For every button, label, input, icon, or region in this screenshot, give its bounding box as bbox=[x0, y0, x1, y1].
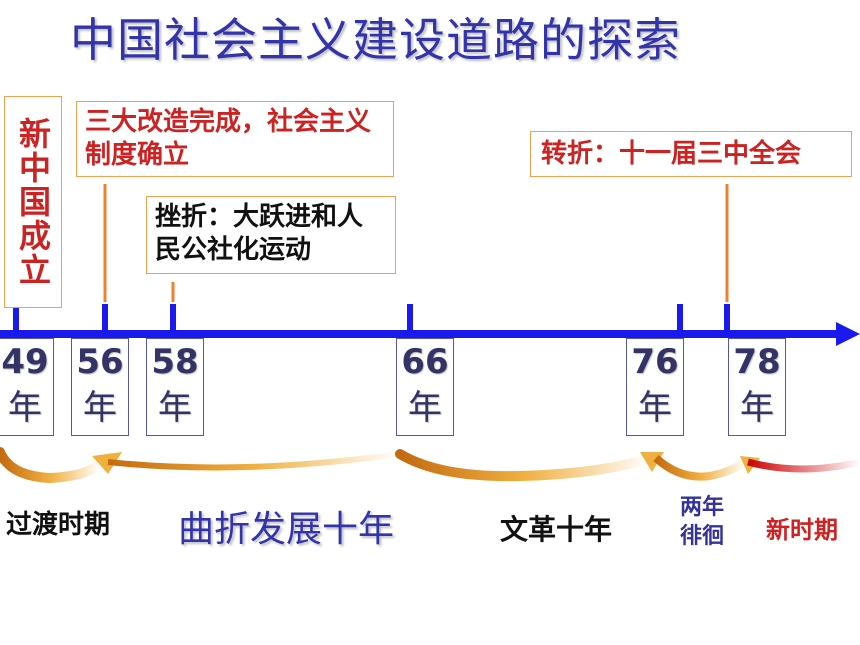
period-two-years-hesitation: 两年徘徊 bbox=[679, 495, 724, 549]
year-unit: 年 bbox=[83, 388, 117, 428]
year-number: 76 bbox=[631, 342, 679, 382]
period-new-era: 新时期 bbox=[766, 516, 838, 544]
year-unit: 年 bbox=[638, 388, 672, 428]
page-title: 中国社会主义建设道路的探索 bbox=[70, 13, 681, 67]
year-56-label: 56 年 bbox=[71, 338, 129, 436]
arc-two-years bbox=[653, 454, 749, 481]
arc-transition bbox=[0, 447, 105, 484]
year-58-label: 58 年 bbox=[146, 338, 204, 436]
axis-ticks bbox=[13, 304, 730, 334]
arc-tortuous bbox=[107, 451, 401, 471]
year-number: 78 bbox=[733, 342, 781, 382]
period-tortuous-decade: 曲折发展十年 bbox=[178, 509, 395, 550]
year-78-label: 78 年 bbox=[728, 338, 786, 436]
year-unit: 年 bbox=[408, 388, 442, 428]
year-number: 49 bbox=[1, 342, 49, 382]
year-66-label: 66 年 bbox=[396, 338, 454, 436]
year-unit: 年 bbox=[158, 388, 192, 428]
socialist-transformation-box: 三大改造完成，社会主义制度确立 bbox=[76, 101, 394, 177]
arc-cultural bbox=[395, 449, 655, 482]
year-unit: 年 bbox=[740, 388, 774, 428]
year-76-label: 76 年 bbox=[626, 338, 684, 436]
setback-box: 挫折：大跃进和人民公社化运动 bbox=[146, 196, 396, 274]
year-number: 66 bbox=[401, 342, 449, 382]
period-transition: 过渡时期 bbox=[6, 510, 111, 540]
year-number: 56 bbox=[76, 342, 124, 382]
arc-new-era bbox=[747, 458, 860, 473]
axis-arrow bbox=[836, 322, 860, 346]
turning-point-box: 转折：十一届三中全会 bbox=[530, 131, 852, 177]
new-china-box: 新中国成立 bbox=[4, 96, 62, 308]
year-49-label: 49 年 bbox=[0, 338, 54, 436]
year-number: 58 bbox=[151, 342, 199, 382]
year-unit: 年 bbox=[8, 388, 42, 428]
period-cultural-revolution: 文革十年 bbox=[500, 513, 613, 546]
